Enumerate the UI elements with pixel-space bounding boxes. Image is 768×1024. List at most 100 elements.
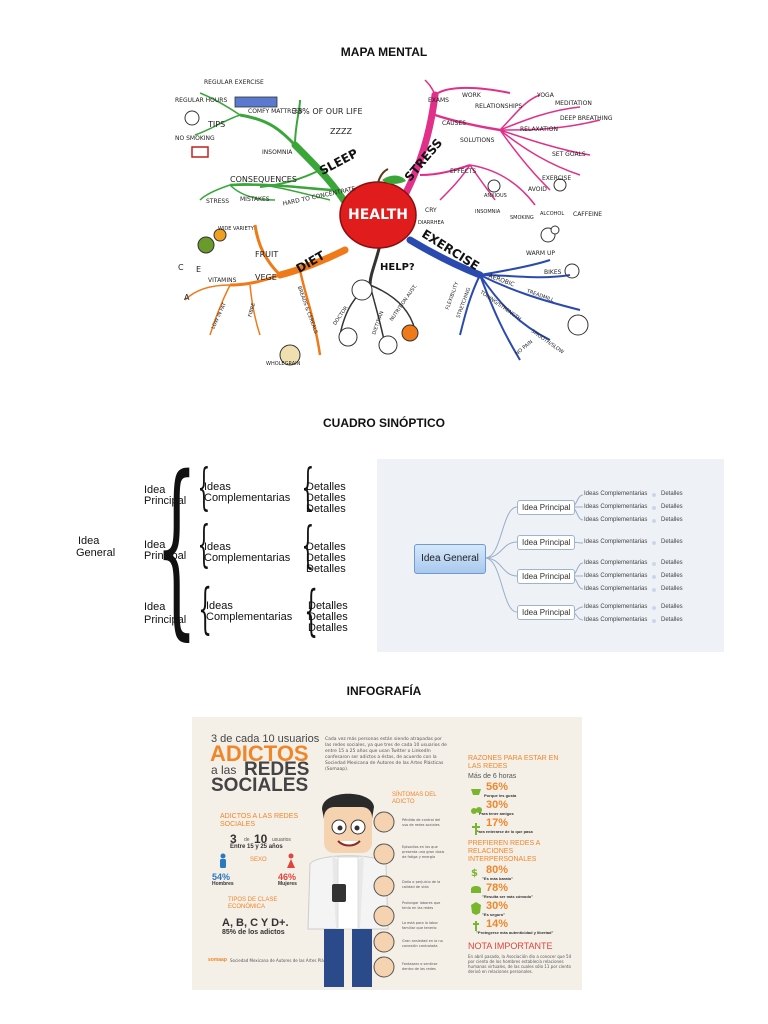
male-icon — [220, 853, 226, 868]
synoptic-detail-1c: Detalles — [306, 503, 346, 515]
infographic: 3 de cada 10 usuarios ADICTOS a las REDE… — [192, 717, 582, 990]
dot-icon — [652, 562, 656, 566]
ig-p4-pct: 14% — [486, 918, 509, 930]
diagram-detail-2: Detalles — [661, 504, 683, 510]
label-stress-small: STRESS — [206, 198, 230, 205]
ig-a-las: a las — [211, 763, 237, 777]
mind-map: HEALTH SLEEP STRESS DIET EXERCISE HELP? … — [170, 75, 615, 380]
synoptic-diagram: Idea General Idea Principal Idea Princip… — [377, 459, 724, 652]
brace-large: { — [155, 436, 198, 657]
ig-p2-pct: 78% — [486, 882, 509, 894]
label-meditation: MEDITATION — [555, 100, 592, 107]
label-wholegrain: WHOLEGRAIN — [266, 361, 301, 367]
synoptic-principal-3b: Principal — [144, 614, 187, 626]
label-no-smoking: NO SMOKING — [175, 135, 215, 142]
diagram-detail-6: Detalles — [661, 573, 683, 579]
label-vit-a: A — [184, 293, 190, 302]
label-vit-e: E — [196, 265, 202, 274]
synoptic-detail-3a: Detalles — [308, 600, 348, 612]
synoptic-principal-2b: Principal — [144, 550, 187, 562]
ig-r2-txt: Para tener amigos — [479, 811, 514, 816]
diagram-principal-2: Idea Principal — [517, 535, 576, 550]
label-cry: CRY — [425, 207, 437, 214]
ig-redes: REDES — [244, 759, 310, 780]
symptom-2: Episodios en los que presenta una gran d… — [402, 845, 445, 859]
brace-2: { — [197, 515, 211, 573]
label-vit-c: C — [178, 263, 184, 272]
symptom-1: Pérdida de control del uso de redes soci… — [402, 818, 441, 827]
ig-sociales: SOCIALES — [211, 775, 309, 796]
diagram-idea-4: Ideas Complementarias — [584, 539, 648, 545]
ig-footer-logo: somaap — [208, 957, 227, 963]
label-work: WORK — [462, 92, 481, 99]
diagram-principal-1: Idea Principal — [517, 500, 576, 515]
ig-p2-txt: "Resulta ser más cómodo" — [482, 894, 534, 899]
ig-r1-pct: 56% — [486, 781, 509, 793]
synoptic-ideas-2b: Complementarias — [204, 552, 291, 564]
ig-sintomas: SÍNTOMAS DEL ADICTO — [392, 792, 437, 805]
synoptic-ideas-3a: Ideas — [206, 600, 233, 612]
ig-women: Mujeres — [278, 881, 297, 887]
ig-nota-txt: En abril pasado, la Asociación dio a con… — [468, 954, 572, 974]
ig-men: Hombres — [212, 881, 234, 887]
symptom-faces — [373, 811, 395, 978]
label-smoking: SMOKING — [510, 215, 534, 221]
label-exercise-small: EXERCISE — [542, 175, 572, 182]
dot-icon — [652, 506, 656, 510]
diagram-detail-9: Detalles — [661, 617, 683, 623]
label-mistakes: MISTAKES — [240, 196, 270, 203]
synoptic-general-2: General — [76, 547, 116, 559]
label-exams: EXAMS — [428, 97, 449, 104]
symptom-3: Daño o perjuicio de la calidad de vida — [402, 880, 441, 889]
ig-pct-men: 54% — [212, 872, 231, 882]
symptom-7: Fantasear o sentirse dentro de las redes — [402, 962, 438, 971]
synoptic-title: CUADRO SINÓPTICO — [322, 416, 445, 430]
label-consequences: CONSEQUENCES — [230, 175, 297, 184]
diagram-detail-4: Detalles — [661, 539, 683, 545]
brace-2b: { — [301, 516, 315, 574]
synoptic-ideas-1a: Ideas — [204, 481, 231, 493]
ig-r2-pct: 30% — [486, 799, 509, 811]
ig-classes: A, B, C Y D+. — [222, 917, 289, 929]
diagram-idea-3: Ideas Complementarias — [584, 517, 648, 523]
label-warm-up: WARM UP — [526, 250, 555, 257]
label-avoid: AVOID — [528, 186, 547, 193]
ig-p1-pct: 80% — [486, 864, 509, 876]
label-zzz: zzzz — [330, 127, 352, 136]
synoptic-detail-2a: Detalles — [306, 541, 346, 553]
ig-headline-top: 3 de cada 10 usuarios — [211, 733, 320, 745]
label-set-goals: SET GOALS — [552, 151, 586, 158]
label-effects: EFFECTS — [450, 168, 477, 175]
dot-icon — [652, 541, 656, 545]
synoptic-principal-1b: Principal — [144, 495, 187, 507]
diagram-principal-4: Idea Principal — [517, 605, 576, 620]
ig-entre: Entre 15 y 25 años — [230, 844, 283, 850]
synoptic-detail-2c: Detalles — [306, 563, 346, 575]
dot-icon — [652, 519, 656, 523]
ig-de: de — [244, 837, 250, 843]
label-deep-breathing: DEEP BREATHING — [560, 115, 613, 122]
brace-3b: { — [304, 579, 319, 642]
ig-classes-pct: 85% de los adictos — [222, 929, 285, 936]
label-fruit: FRUIT — [255, 250, 279, 259]
label-relaxation: RELAXATION — [520, 126, 558, 133]
ig-p1-txt: "Es más barato" — [482, 876, 514, 881]
label-causes: CAUSES — [442, 120, 467, 127]
infographic-title: INFOGRAFÍA — [346, 684, 422, 698]
diagram-principal-3: Idea Principal — [517, 569, 576, 584]
symptom-6: Gran ansiedad en la no conexión controla… — [402, 939, 443, 948]
female-icon — [287, 853, 295, 868]
diagram-detail-5: Detalles — [661, 560, 683, 566]
synoptic-detail-3c: Detalles — [308, 622, 348, 634]
mind-map-branches — [184, 79, 601, 366]
diagram-idea-7: Ideas Complementarias — [584, 586, 648, 592]
label-relationships: RELATIONSHIPS — [475, 103, 523, 110]
diagram-detail-3: Detalles — [661, 517, 683, 523]
ig-r3-txt: Para enterarse de lo que pasa — [476, 829, 533, 834]
ig-num-3: 3 — [230, 832, 237, 846]
label-solutions: SOLUTIONS — [460, 137, 495, 144]
ig-usuarios: usuarios — [272, 837, 291, 843]
diagram-idea-5: Ideas Complementarias — [584, 560, 648, 566]
ig-footer1: Sociedad Mexicana de Autores de las Arte… — [230, 958, 336, 963]
ig-adictos: ADICTOS — [210, 741, 309, 766]
